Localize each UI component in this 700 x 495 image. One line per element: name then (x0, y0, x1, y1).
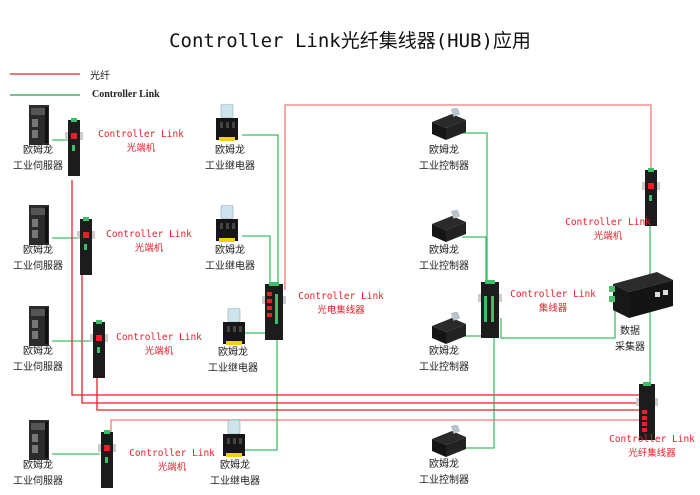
relay-2-label: 欧姆龙工业继电器 (200, 243, 260, 275)
servo-2-icon (27, 205, 51, 249)
servo-2-brand: 欧姆龙 (23, 245, 53, 256)
relay-2-type: 工业继电器 (205, 261, 255, 272)
converter-right-icon (642, 168, 660, 232)
relay-1-type: 工业继电器 (205, 161, 255, 172)
servo-3-label: 欧姆龙工业伺服器 (10, 344, 66, 376)
servo-1-type: 工业伺服器 (13, 161, 63, 172)
relay-3-icon (220, 307, 248, 352)
legend-fiber-label: 光纤 (90, 71, 110, 82)
conv-right-name: Controller Link (565, 217, 651, 228)
conv-4-label: Controller Link 光端机 (127, 447, 217, 475)
relay-1-brand: 欧姆龙 (215, 145, 245, 156)
plc-2-type: 工业控制器 (419, 261, 469, 272)
plc-3-label: 欧姆龙工业控制器 (413, 344, 475, 376)
plc-4-brand: 欧姆龙 (429, 459, 459, 470)
cable-relay1-hub (242, 134, 279, 290)
servo-1-label: 欧姆龙工业伺服器 (10, 143, 66, 175)
conv-1-label: Controller Link 光端机 (96, 128, 186, 156)
relay-4-icon (220, 419, 248, 464)
conv-4-name: Controller Link (129, 448, 215, 459)
conv-2-type: 光端机 (134, 243, 164, 254)
converter-1-icon (65, 118, 83, 182)
fiber-conv2-fiberhub (81, 255, 640, 404)
converter-4-icon (98, 430, 116, 494)
relay-2-brand: 欧姆龙 (215, 245, 245, 256)
hub-opto-name: Controller Link (298, 291, 384, 302)
fiber-ophub-rightconv (284, 104, 652, 290)
cable-relay4-hub (242, 325, 278, 451)
cable-plc1-hub (462, 132, 488, 283)
hub-opto-type: 光电集线器 (317, 305, 365, 316)
collector-line2: 采集器 (615, 342, 645, 353)
servo-2-type: 工业伺服器 (13, 261, 63, 272)
relay-4-label: 欧姆龙工业继电器 (205, 458, 265, 490)
conv-right-type: 光端机 (593, 231, 623, 242)
servo-3-icon (27, 306, 51, 350)
cable-hub-collector (500, 305, 616, 339)
conv-2-name: Controller Link (106, 229, 192, 240)
plc-4-type: 工业控制器 (419, 475, 469, 486)
plc-1-icon (428, 106, 468, 144)
cable-plc2-hub (462, 236, 487, 283)
servo-3-brand: 欧姆龙 (23, 346, 53, 357)
servo-3-type: 工业伺服器 (13, 362, 63, 373)
plc-2-label: 欧姆龙工业控制器 (413, 243, 475, 275)
servo-4-type: 工业伺服器 (13, 476, 63, 487)
relay-3-label: 欧姆龙工业继电器 (203, 345, 263, 377)
servo-2-label: 欧姆龙工业伺服器 (10, 243, 66, 275)
relay-3-type: 工业继电器 (208, 363, 258, 374)
relay-1-icon (213, 103, 241, 148)
cable-relay2-hub (242, 235, 271, 290)
servo-1-brand: 欧姆龙 (23, 145, 53, 156)
plc-3-icon (428, 310, 468, 348)
plc-1-brand: 欧姆龙 (429, 145, 459, 156)
plc-3-type: 工业控制器 (419, 362, 469, 373)
conv-2-label: Controller Link 光端机 (104, 228, 194, 256)
conv-4-type: 光端机 (157, 462, 187, 473)
conv-3-name: Controller Link (116, 332, 202, 343)
servo-4-brand: 欧姆龙 (23, 460, 53, 471)
conv-1-name: Controller Link (98, 129, 184, 140)
conv-right-label: Controller Link 光端机 (563, 216, 653, 244)
cable-plc4-hub (462, 325, 495, 449)
converter-3-icon (90, 320, 108, 384)
conv-1-type: 光端机 (126, 143, 156, 154)
servo-4-icon (27, 420, 51, 464)
relay-4-type: 工业继电器 (210, 476, 260, 487)
relay-1-label: 欧姆龙工业继电器 (200, 143, 260, 175)
fiber-conv1-fiberhub (71, 180, 640, 396)
page-title: Controller Link光纤集线器(HUB)应用 (169, 30, 531, 52)
collector-label: 数据采集器 (610, 324, 650, 356)
legend-cable-label: Controller Link (92, 89, 160, 100)
plc-1-label: 欧姆龙工业控制器 (413, 143, 475, 175)
hub-fiber-name: Controller Link (609, 434, 695, 445)
relay-4-brand: 欧姆龙 (220, 460, 250, 471)
servo-1-icon (27, 105, 51, 149)
conv-3-label: Controller Link 光端机 (114, 331, 204, 359)
plc-3-brand: 欧姆龙 (429, 346, 459, 357)
hub-fiber-type: 光纤集线器 (628, 448, 676, 459)
converter-2-icon (77, 217, 95, 281)
hub-cable-type: 集线器 (538, 303, 568, 314)
plc-1-type: 工业控制器 (419, 161, 469, 172)
plc-4-label: 欧姆龙工业控制器 (413, 457, 475, 489)
conv-3-type: 光端机 (144, 346, 174, 357)
hub-fiber-label: Controller Link 光纤集线器 (607, 433, 697, 461)
cable-hub-icon (478, 280, 502, 344)
collector-line1: 数据 (620, 326, 640, 337)
hub-opto-label: Controller Link 光电集线器 (296, 290, 386, 318)
opto-hub-icon (262, 282, 286, 346)
plc-4-icon (428, 423, 468, 461)
relay-3-brand: 欧姆龙 (218, 347, 248, 358)
fiber-hub-icon (636, 382, 658, 446)
fiber-conv4-fiberhub (110, 419, 640, 438)
relay-2-icon (213, 204, 241, 249)
servo-4-label: 欧姆龙工业伺服器 (10, 458, 66, 490)
hub-cable-label: Controller Link 集线器 (508, 288, 598, 316)
plc-2-icon (428, 208, 468, 246)
hub-cable-name: Controller Link (510, 289, 596, 300)
data-collector-icon (605, 270, 675, 322)
plc-2-brand: 欧姆龙 (429, 245, 459, 256)
